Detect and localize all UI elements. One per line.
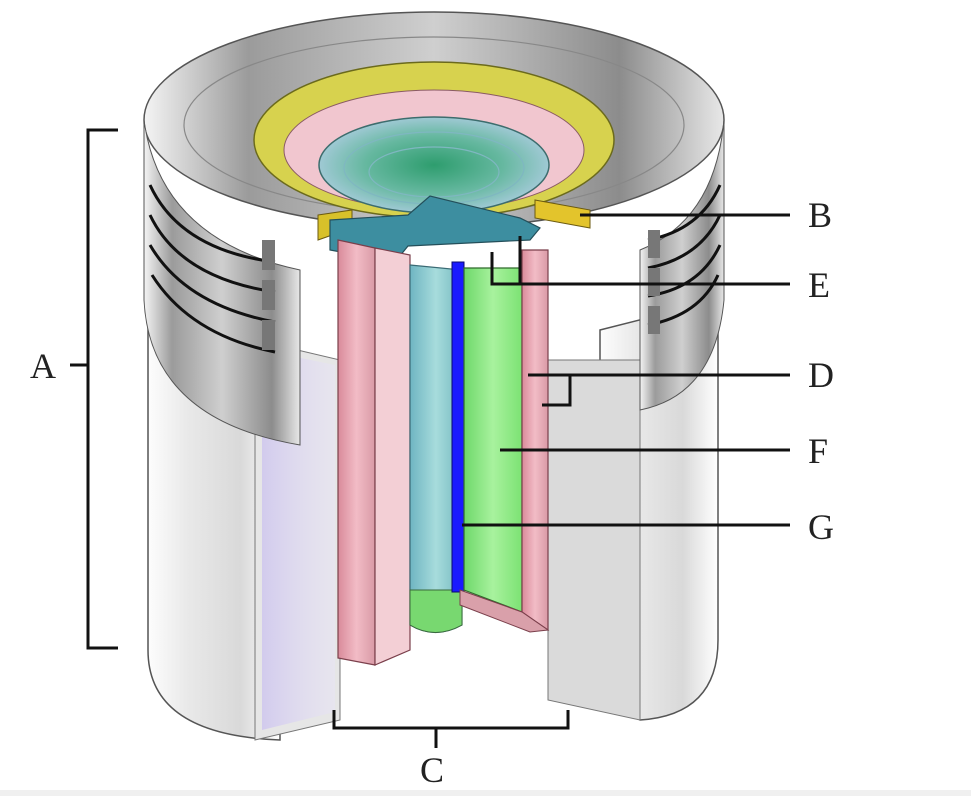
teal-core bbox=[409, 264, 463, 634]
leader-f: F bbox=[500, 431, 828, 471]
green-layer bbox=[463, 267, 523, 613]
bracket-a: A bbox=[30, 128, 118, 650]
leader-e: E bbox=[490, 236, 830, 305]
leader-b: B bbox=[580, 195, 832, 235]
bottom-edge bbox=[0, 790, 971, 796]
label-g: G bbox=[808, 507, 834, 547]
pink-layer-left bbox=[337, 239, 411, 666]
core-top bbox=[318, 116, 550, 263]
label-e: E bbox=[808, 265, 830, 305]
label-d: D bbox=[808, 355, 834, 395]
leader-g: G bbox=[462, 507, 834, 547]
pink-layer-right bbox=[459, 249, 550, 633]
bracket-c: C bbox=[332, 710, 570, 790]
blue-separator bbox=[451, 261, 465, 593]
label-b: B bbox=[808, 195, 832, 235]
label-c: C bbox=[420, 750, 444, 790]
leader-d: D bbox=[528, 355, 834, 407]
label-a: A bbox=[30, 346, 56, 386]
label-f: F bbox=[808, 431, 828, 471]
